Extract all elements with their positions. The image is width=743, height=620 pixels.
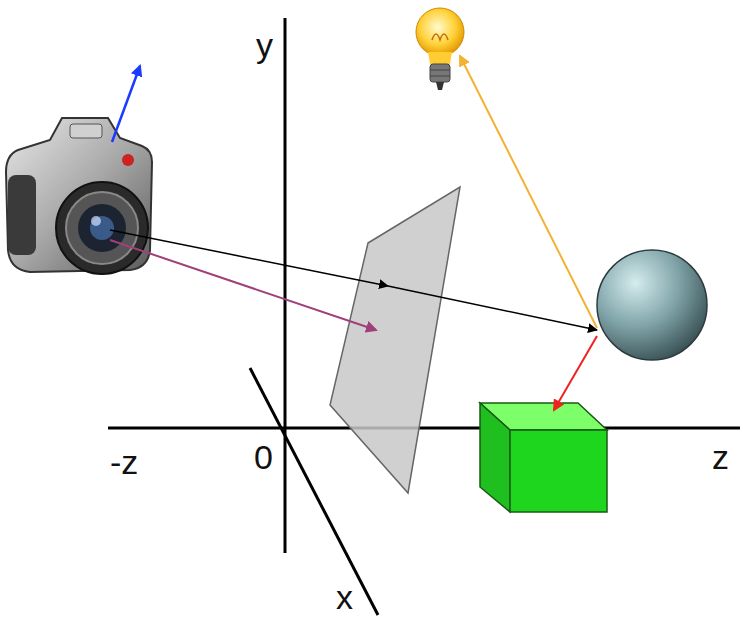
axis-label: 0: [254, 440, 273, 474]
axis-label: z: [712, 440, 729, 474]
y-axis: [284, 18, 287, 553]
camera: [6, 118, 152, 274]
light-bulb: [416, 8, 464, 90]
axis-label: -z: [110, 445, 138, 479]
reflection-ray: [554, 336, 597, 410]
view-direction: [110, 240, 376, 330]
primary-ray: [110, 230, 388, 286]
primary-ray: [388, 286, 597, 330]
shadow-ray: [460, 56, 597, 328]
cube: [480, 403, 607, 512]
image-plane: [330, 187, 460, 493]
axis-label: y: [256, 28, 273, 62]
z-axis: [108, 427, 740, 430]
sphere: [597, 250, 707, 360]
axis-label: x: [336, 580, 353, 614]
up-vector: [112, 66, 140, 142]
